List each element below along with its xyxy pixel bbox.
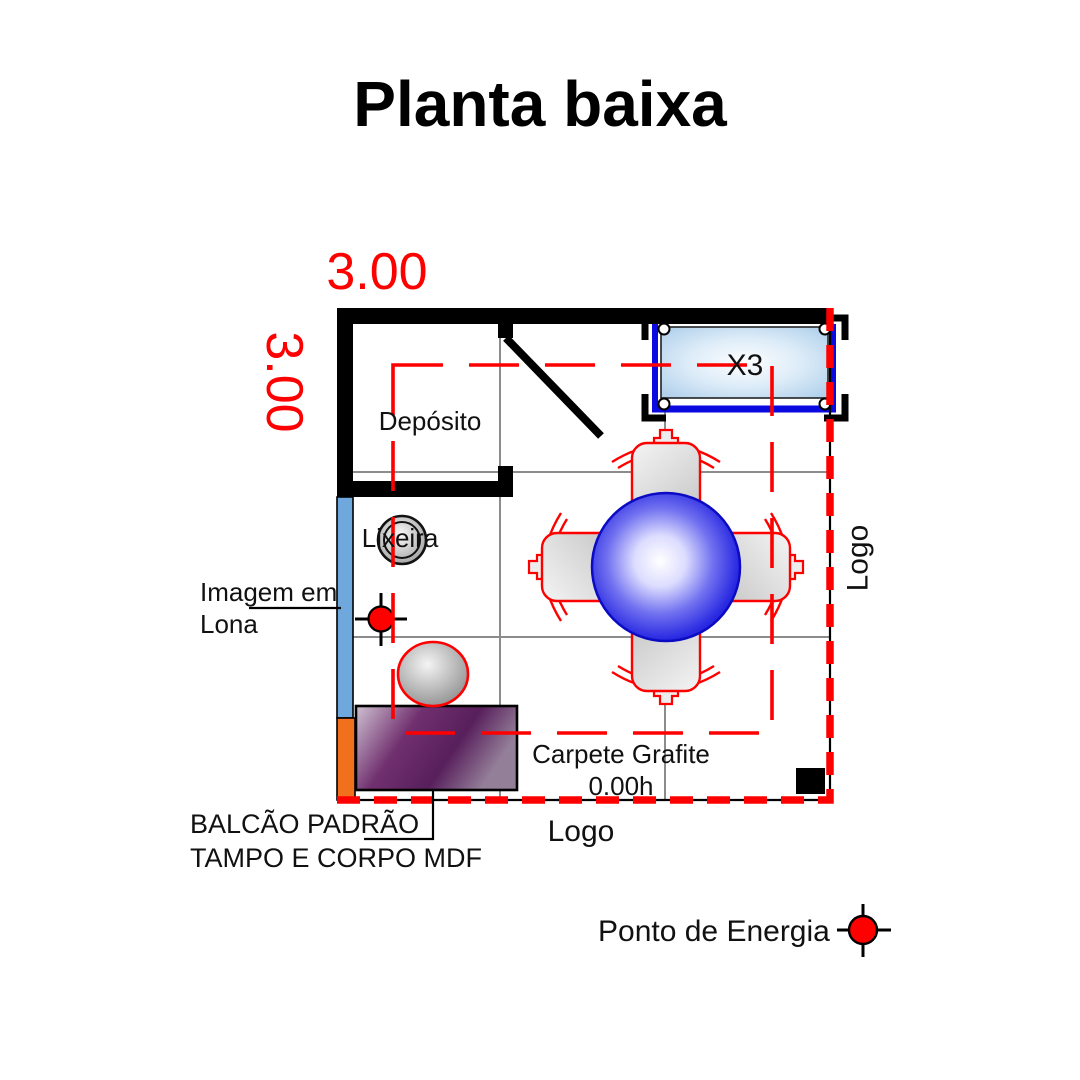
bracket-top-left [641,314,665,340]
carpet-label-line1: Carpete Grafite [532,739,710,769]
trash-bin [376,514,428,566]
page-title: Planta baixa [353,68,727,140]
legend-energy-label: Ponto de Energia [598,915,830,948]
display-unit-label: X3 [727,349,764,382]
canvas-label-line1: Imagem em [200,577,337,607]
energy-point-marker [355,593,407,646]
logo-right-label: Logo [842,525,875,592]
wall-left [337,308,353,497]
leader-counter-label [364,790,435,841]
wall-top [337,308,828,324]
legend-energy: Ponto de Energia [598,904,891,957]
corner-black-square [796,768,825,794]
logo-bottom-label: Logo [548,815,615,848]
carpet-label-line2: 0.00h [588,771,653,801]
counter-label-line2: TAMPO E CORPO MDF [190,843,482,873]
bracket-bottom-left [641,394,666,422]
wall-deposito-bottom [337,481,500,497]
trash-label: Lixeira [362,523,439,553]
deposito-label: Depósito [379,406,482,436]
deposito-door-leaf [503,335,604,439]
booth-walls [337,308,828,497]
counter-balcao [354,704,519,792]
dimension-width-label: 3.00 [326,243,427,301]
wall-deposito-cap [498,466,513,497]
wall-door-stub [498,322,513,338]
dimension-depth-label: 3.00 [255,331,313,432]
legend-energy-symbol [837,904,891,957]
booth-boundary [337,308,834,804]
round-table [590,491,742,643]
stool [396,640,470,708]
orange-strip [336,717,356,801]
overhead-outline-dashed [391,363,774,735]
canvas-label-line2: Lona [200,609,258,639]
counter-label-line1: BALCÃO PADRÃO [190,808,419,839]
